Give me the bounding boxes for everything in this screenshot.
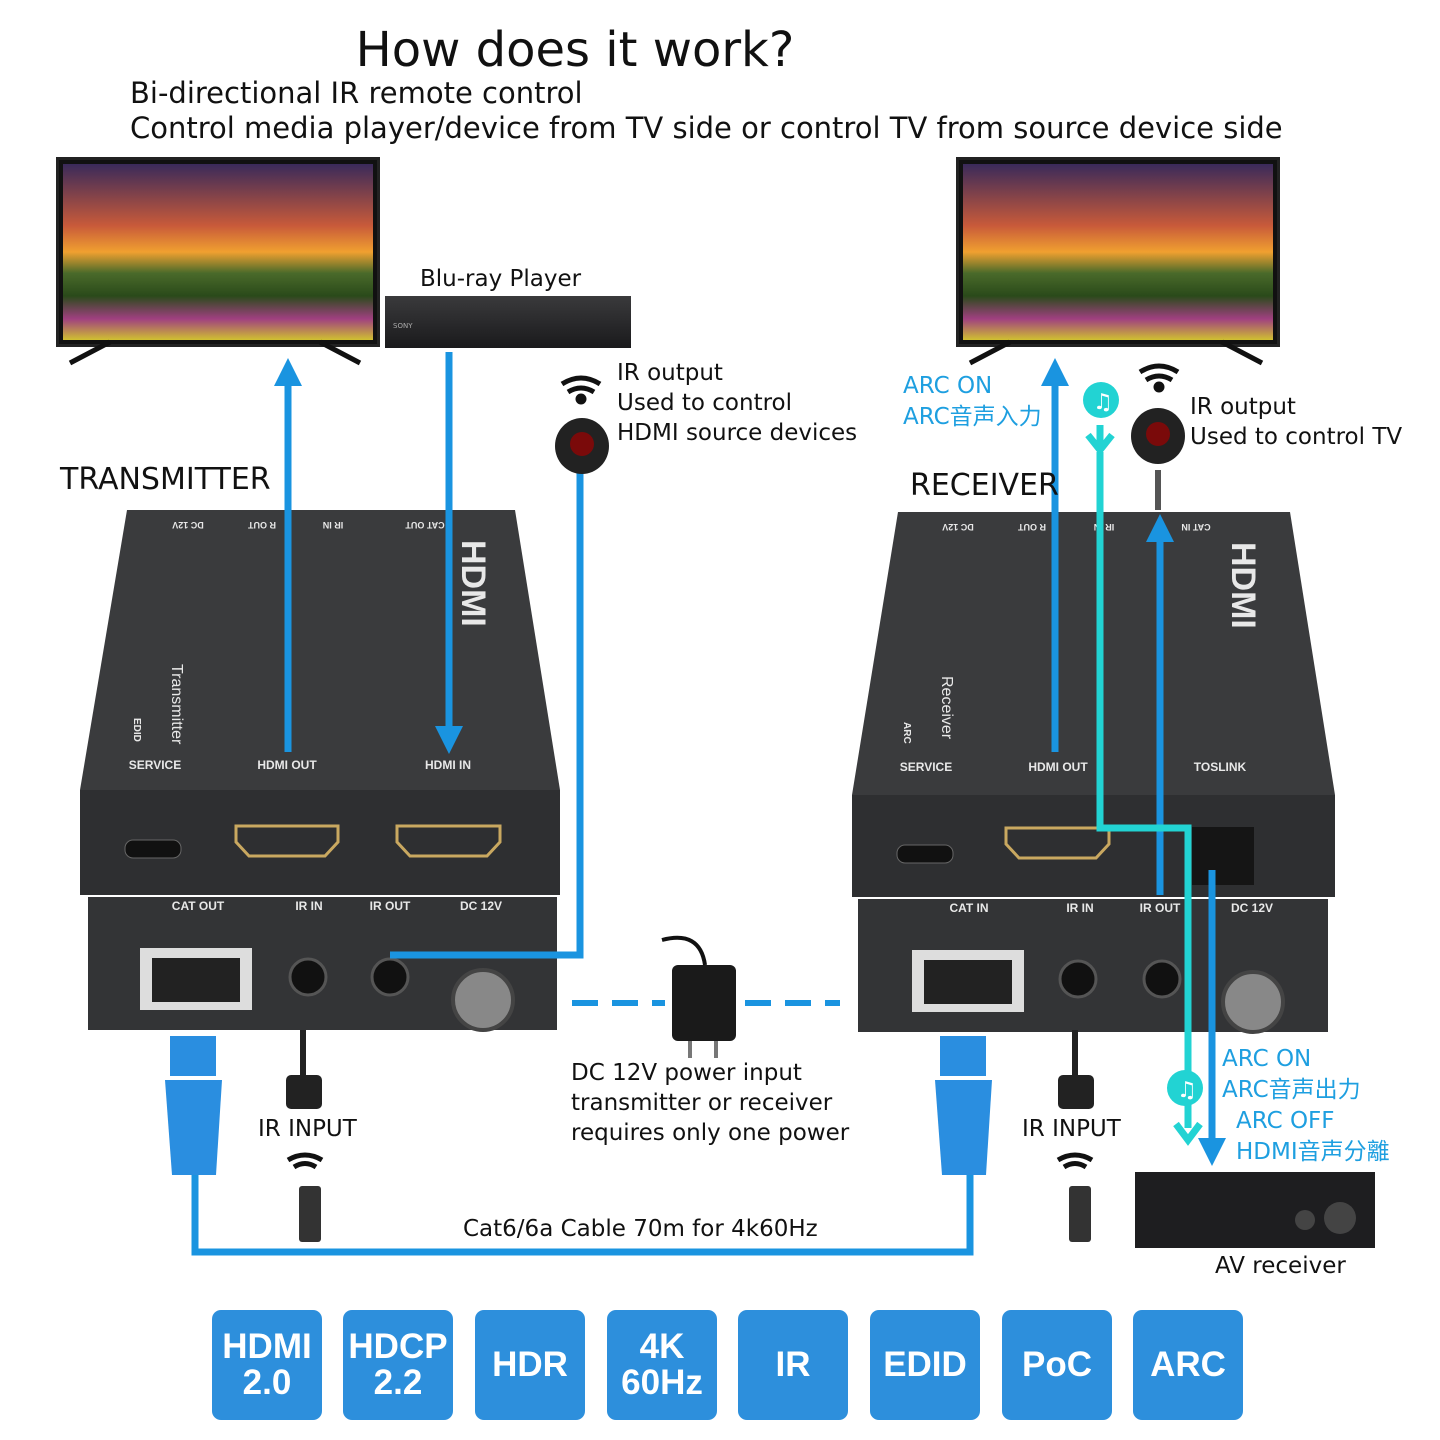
rx-back-port: IR OUT (1140, 901, 1181, 915)
ir-input-right-label: IR INPUT (1022, 1116, 1121, 1142)
transmitter-case-label: Transmitter (168, 664, 185, 745)
arc-out-line2: ARC音声出力 (1222, 1077, 1361, 1103)
subtitle-line-1: Bi-directional IR remote control (130, 76, 583, 110)
receiver-top (852, 512, 1335, 795)
tx-front-port: SERVICE (129, 758, 181, 772)
arc-audio-path (1085, 425, 1203, 1146)
rx-top-port: DC 12V (942, 522, 974, 532)
badge-hdcp-2-2: HDCP 2.2 (343, 1310, 453, 1420)
rx-back-port: CAT IN (949, 901, 988, 915)
power-adapter-icon (672, 965, 736, 1041)
ir-output-left-line2: Used to control (617, 390, 793, 416)
transmitter-hdmi-logo: HDMI (454, 540, 492, 627)
power-line2: transmitter or receiver (571, 1090, 833, 1116)
rj45-plug-icons (165, 1036, 992, 1175)
remote-icon (1069, 1186, 1091, 1242)
tx-top-port: DC 12V (172, 520, 204, 530)
power-line3: requires only one power (571, 1120, 850, 1146)
ir-wave-icons (286, 363, 1180, 1170)
rx-top-port: IR IN (1094, 522, 1115, 532)
ir-output-left-line1: IR output (617, 360, 723, 386)
ir-output-right-line1: IR output (1190, 394, 1296, 420)
tx-top-port: IR IN (323, 520, 344, 530)
badge-edid: EDID (870, 1310, 980, 1420)
power-line1: DC 12V power input (571, 1060, 802, 1086)
ir-receiver-left (286, 1075, 322, 1109)
rx-front-port: TOSLINK (1194, 760, 1247, 774)
arc-case-label: ARC (901, 722, 912, 744)
badge-arc: ARC (1133, 1310, 1243, 1420)
av-receiver-label: AV receiver (1215, 1253, 1346, 1279)
tx-back-port: CAT OUT (172, 899, 225, 913)
tx-back-port: IR IN (295, 899, 322, 913)
bluray-brand: SONY (393, 322, 413, 330)
badge-hdr: HDR (475, 1310, 585, 1420)
tx-back-port: DC 12V (460, 899, 502, 913)
rx-top-port: CAT IN (1181, 522, 1210, 532)
arc-in-line2: ARC音声入力 (903, 404, 1042, 430)
rx-back-port: IR IN (1066, 901, 1093, 915)
tx-top-port: R OUT (248, 520, 277, 530)
svg-text:♫: ♫ (1093, 390, 1113, 415)
music-note-icon (1167, 1070, 1203, 1106)
tx-front-port: HDMI OUT (257, 758, 317, 772)
ir-input-left-label: IR INPUT (258, 1116, 357, 1142)
rx-back-port: DC 12V (1231, 901, 1273, 915)
ir-receiver-right (1058, 1075, 1094, 1109)
transmitter-label: TRANSMITTER (60, 462, 271, 497)
rx-top-port: R OUT (1018, 522, 1047, 532)
svg-text:♫: ♫ (1177, 1078, 1197, 1103)
music-note-icon (1083, 382, 1119, 418)
badge-4k-60hz: 4K 60Hz (607, 1310, 717, 1420)
receiver-hdmi-logo: HDMI (1224, 542, 1262, 629)
tx-back-port: IR OUT (370, 899, 411, 913)
ir-output-cable-left (390, 470, 584, 959)
rx-front-port: HDMI OUT (1028, 760, 1088, 774)
tv-left (56, 157, 380, 347)
arc-out-line3: ARC OFF (1236, 1108, 1335, 1134)
badge-ir: IR (738, 1310, 848, 1420)
tx-front-port: HDMI IN (425, 758, 471, 772)
tx-top-port: CAT OUT (405, 520, 445, 530)
tv-right (956, 157, 1280, 347)
subtitle-line-2: Control media player/device from TV side… (130, 111, 1283, 145)
receiver-label: RECEIVER (910, 468, 1059, 503)
arc-out-line4: HDMI音声分離 (1236, 1139, 1390, 1165)
bluray-label: Blu-ray Player (420, 266, 582, 292)
transmitter-top (80, 510, 560, 790)
badge-hdmi-2-0: HDMI 2.0 (212, 1310, 322, 1420)
bluray-player: SONY (385, 296, 631, 348)
ir-output-left-line3: HDMI source devices (617, 420, 858, 446)
page-title: How does it work? (355, 22, 795, 78)
rx-front-port: SERVICE (900, 760, 952, 774)
badge-poc: PoC (1002, 1310, 1112, 1420)
ir-output-right-line2: Used to control TV (1190, 424, 1403, 450)
remote-icon (299, 1186, 321, 1242)
arc-out-line1: ARC ON (1222, 1046, 1312, 1072)
edid-label: EDID (131, 718, 142, 742)
cable-label: Cat6/6a Cable 70m for 4k60Hz (463, 1216, 818, 1242)
receiver-case-label: Receiver (938, 676, 955, 740)
arc-in-line1: ARC ON (903, 373, 993, 399)
